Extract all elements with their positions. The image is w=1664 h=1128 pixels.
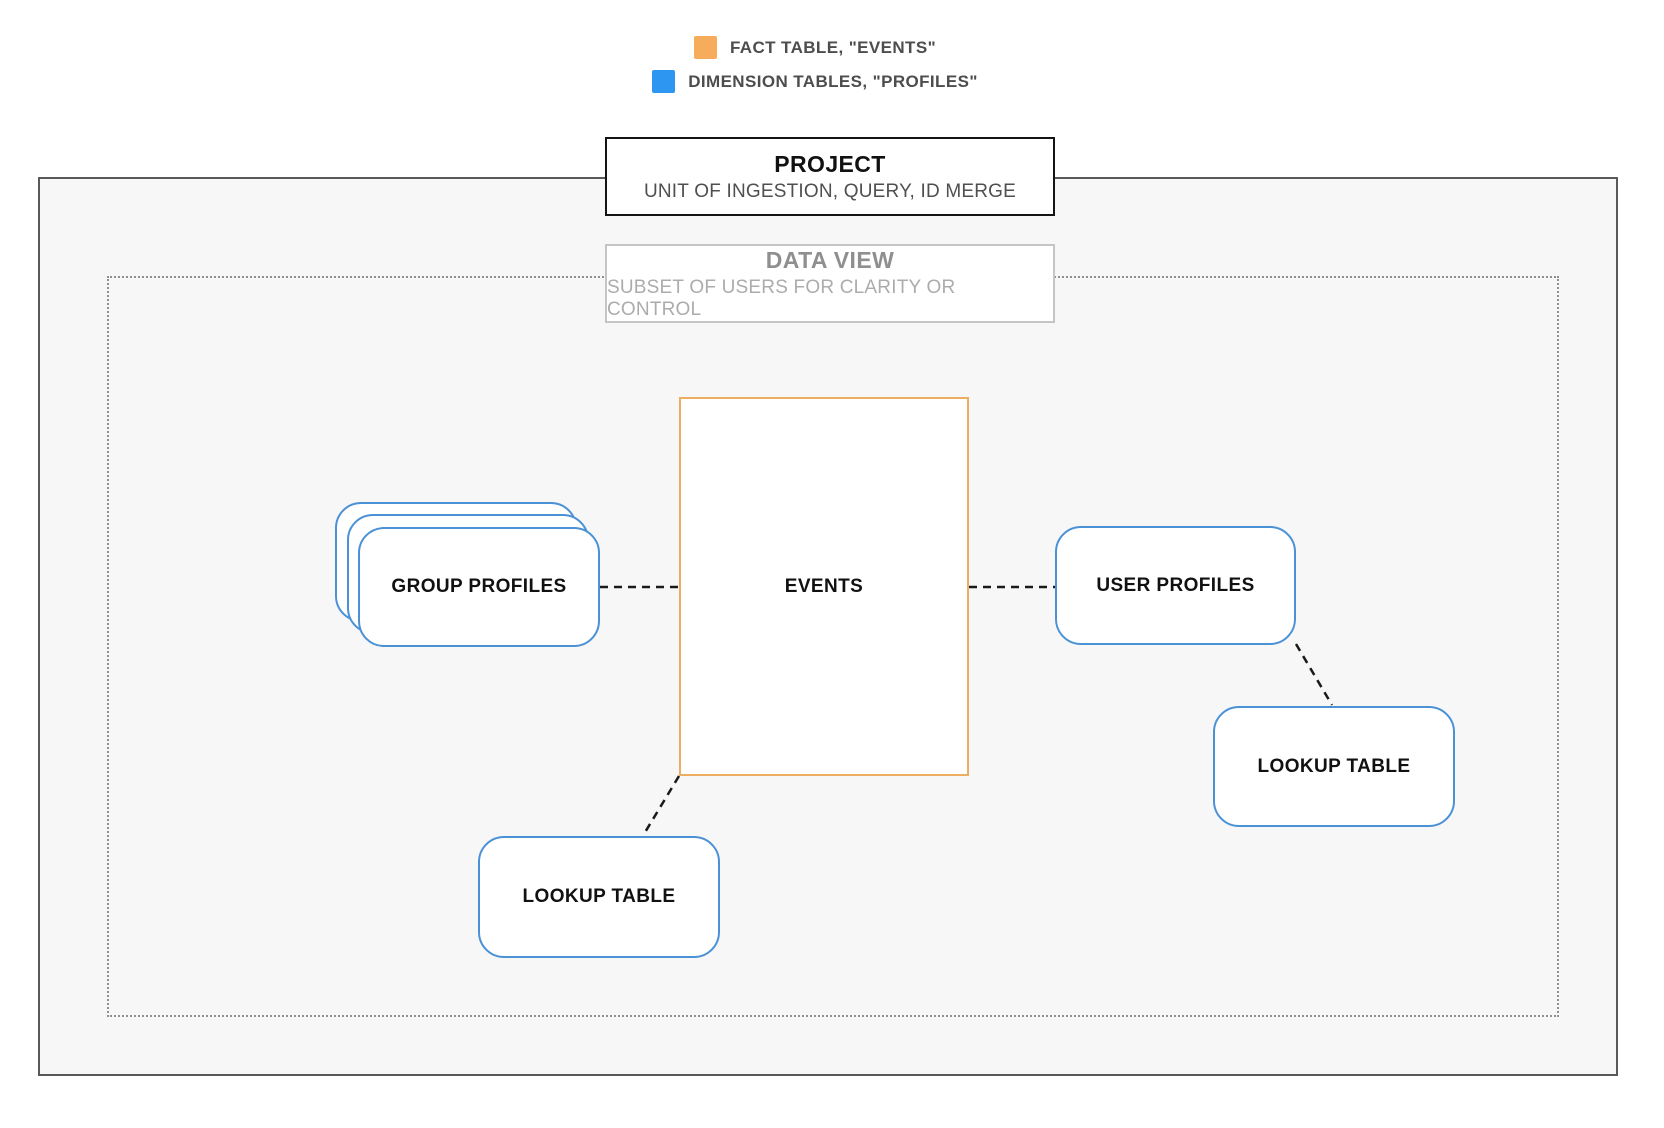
- legend: FACT TABLE, "EVENTS" DIMENSION TABLES, "…: [0, 36, 1647, 93]
- legend-label: DIMENSION TABLES, "PROFILES": [688, 71, 978, 91]
- user-profiles-label: USER PROFILES: [1096, 574, 1255, 596]
- data-view-subtitle: SUBSET OF USERS FOR CLARITY OR CONTROL: [607, 276, 956, 320]
- project-header-box: PROJECT UNIT OF INGESTION, QUERY, ID MER…: [605, 137, 1055, 216]
- node-lookup-table-bottom: LOOKUP TABLE: [478, 836, 720, 958]
- legend-item-fact-table: FACT TABLE, "EVENTS": [693, 36, 937, 59]
- project-title: PROJECT: [774, 150, 886, 177]
- node-events: EVENTS: [679, 397, 969, 776]
- node-lookup-table-right: LOOKUP TABLE: [1213, 706, 1455, 827]
- data-view-title: DATA VIEW: [765, 246, 895, 273]
- dimension-tables-swatch-icon: [652, 70, 676, 93]
- data-view-header-box: DATA VIEW SUBSET OF USERS FOR CLARITY OR…: [605, 244, 1055, 323]
- group-profiles-label: GROUP PROFILES: [391, 576, 567, 597]
- lookup-table-bottom-label: LOOKUP TABLE: [522, 886, 676, 907]
- legend-label: FACT TABLE, "EVENTS": [729, 37, 937, 57]
- legend-item-dimension-tables: DIMENSION TABLES, "PROFILES": [652, 70, 978, 93]
- fact-table-swatch-icon: [693, 36, 717, 59]
- lookup-table-right-label: LOOKUP TABLE: [1257, 755, 1411, 777]
- node-group-profiles: GROUP PROFILES: [358, 527, 600, 647]
- events-label: EVENTS: [784, 575, 864, 597]
- project-subtitle: UNIT OF INGESTION, QUERY, ID MERGE: [643, 180, 1017, 202]
- node-user-profiles: USER PROFILES: [1055, 526, 1296, 645]
